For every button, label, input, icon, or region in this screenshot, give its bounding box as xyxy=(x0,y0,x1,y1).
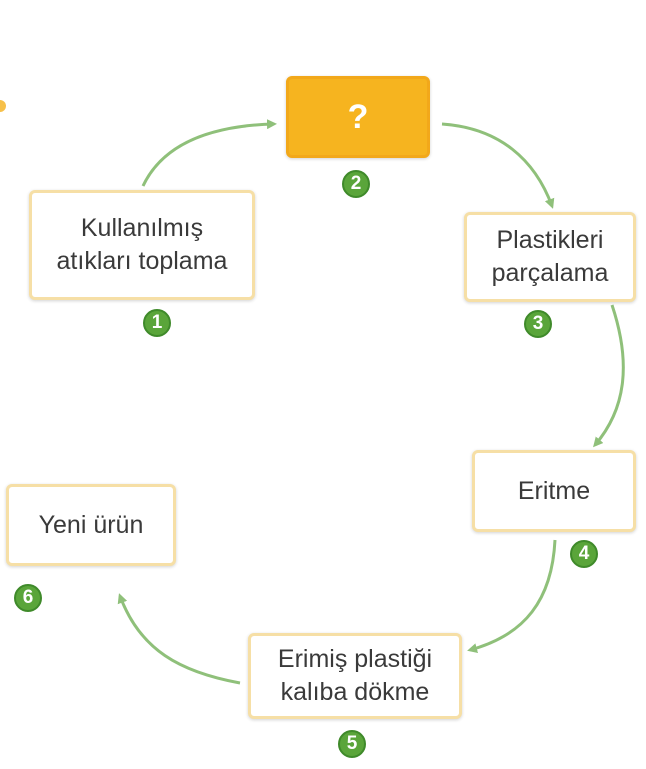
step-label-6: Yeni ürün xyxy=(38,510,144,539)
step-box-6: Yeni ürün xyxy=(6,484,176,566)
step-label-4: Eritme xyxy=(517,476,591,505)
step-box-2-unknown: ? xyxy=(286,76,430,158)
step-box-4: Eritme xyxy=(472,450,636,532)
step-number-badge-1: 1 xyxy=(143,309,171,337)
arrow-1-to-2 xyxy=(141,119,277,187)
step-box-1: Kullanılmış atıkları toplama xyxy=(29,190,255,300)
arrow-3-to-4 xyxy=(593,304,625,448)
step-box-3: Plastikleri parçalama xyxy=(464,212,636,302)
step-label-2: ? xyxy=(347,97,369,136)
arrow-5-to-6 xyxy=(117,593,241,685)
arrow-2-to-3 xyxy=(441,122,555,209)
step-label-3: Plastikleri parçalama xyxy=(491,226,609,287)
step-number-badge-3: 3 xyxy=(524,310,552,338)
step-label-5: Erimiş plastiği kalıba dökme xyxy=(277,645,433,706)
arrow-4-to-5 xyxy=(467,539,557,653)
step-label-1: Kullanılmış atıkları toplama xyxy=(56,214,228,275)
step-number-badge-5: 5 xyxy=(338,730,366,758)
edge-decoration xyxy=(0,100,6,112)
step-number-badge-6: 6 xyxy=(14,584,42,612)
step-number-badge-2: 2 xyxy=(342,170,370,198)
step-number-badge-4: 4 xyxy=(570,540,598,568)
step-box-5: Erimiş plastiği kalıba dökme xyxy=(248,633,462,719)
